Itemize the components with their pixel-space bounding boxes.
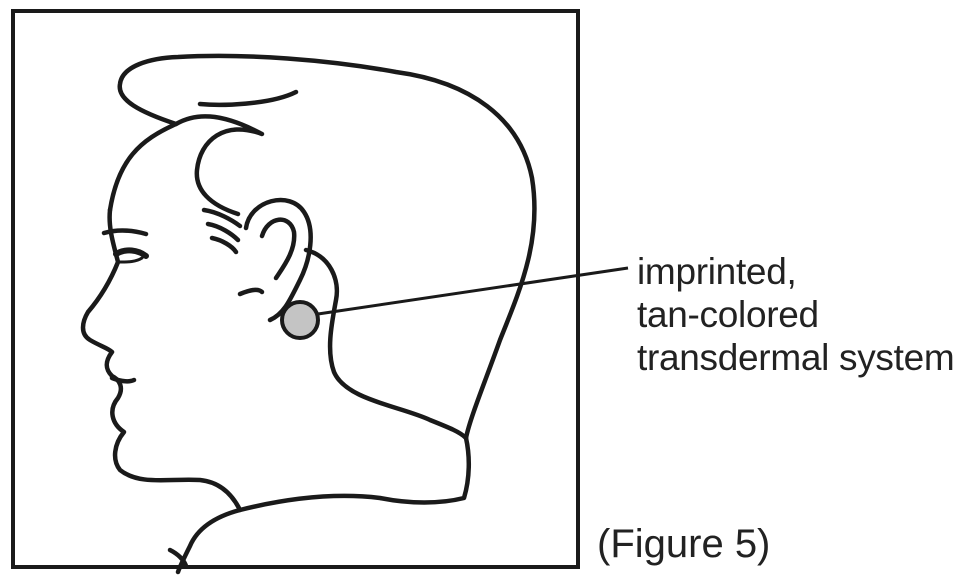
hairline <box>110 124 176 210</box>
hair-strand <box>212 238 236 252</box>
temple-line <box>197 129 262 214</box>
mouth <box>112 378 134 381</box>
face-profile <box>83 210 240 510</box>
collar-line <box>178 438 469 572</box>
callout-line: transdermal system <box>637 336 954 379</box>
hair-outline <box>120 56 535 438</box>
figure-caption: (Figure 5) <box>597 520 770 568</box>
callout-line: imprinted, <box>637 250 954 293</box>
ear-inner <box>262 220 294 278</box>
ear-lobe <box>240 290 262 294</box>
patch-callout-label: imprinted, tan-colored transdermal syste… <box>637 250 954 379</box>
eye-lash <box>120 258 142 262</box>
eye <box>116 250 146 256</box>
transdermal-patch <box>282 302 318 338</box>
eyebrow <box>104 230 146 234</box>
callout-leader-line <box>318 268 628 314</box>
neck-back-line <box>306 250 466 438</box>
callout-line: tan-colored <box>637 293 954 336</box>
hair-sweep <box>200 92 296 105</box>
collar-fold <box>170 550 186 566</box>
